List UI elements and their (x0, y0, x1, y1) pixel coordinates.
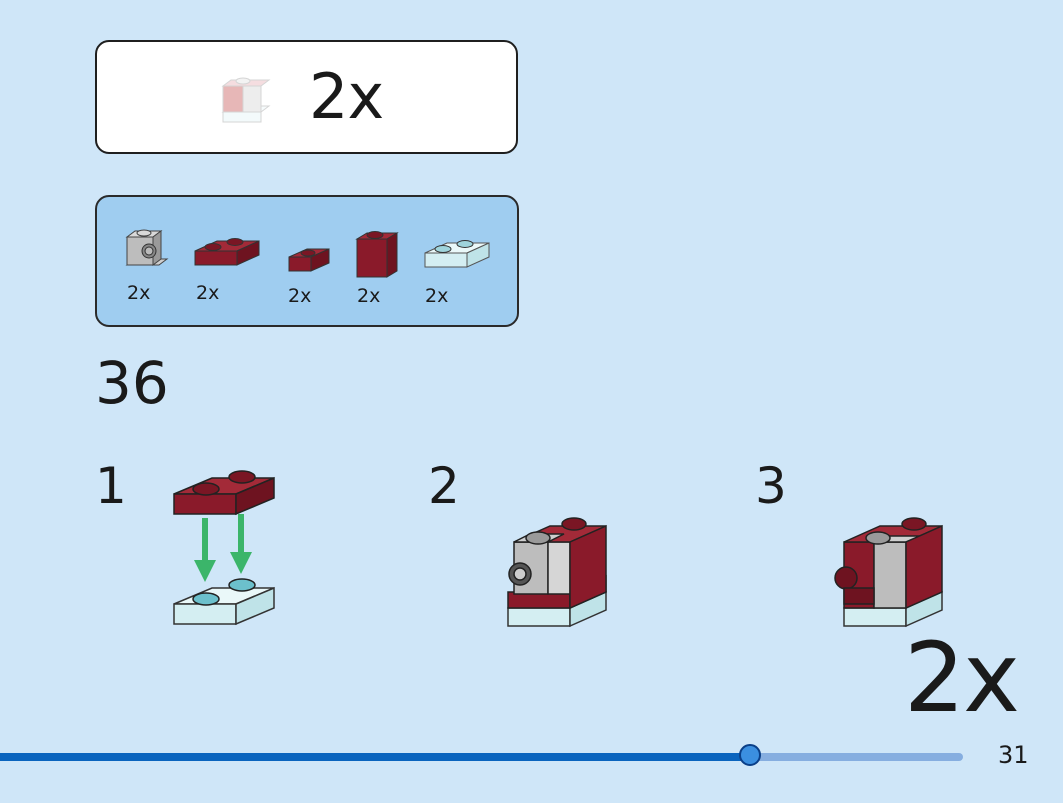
substep-2-illustration (507, 517, 607, 628)
step-number: 36 (95, 349, 169, 417)
progress-knob[interactable] (739, 744, 761, 766)
progress-fill (0, 753, 751, 761)
arrow-down-icon (194, 514, 252, 582)
substep-number: 1 (95, 457, 127, 515)
substep-number: 2 (428, 457, 460, 515)
substep-number: 3 (755, 457, 787, 515)
submodel-callout: 2x (95, 40, 518, 154)
part-quantity: 2x (425, 285, 449, 307)
part-quantity: 2x (196, 282, 220, 304)
submodel-count: 2x (309, 60, 384, 133)
substep-1-illustration (173, 470, 275, 626)
dark-red-plate-1x1-icon (288, 248, 330, 272)
trans-light-blue-plate-1x2-icon (424, 240, 490, 268)
substep-3-illustration (834, 517, 943, 628)
part-quantity: 2x (357, 285, 381, 307)
dark-red-plate-1x2-icon (194, 238, 260, 266)
page-number: 31 (998, 741, 1029, 769)
assembly-multiplier: 2x (904, 622, 1020, 734)
part-quantity: 2x (127, 282, 151, 304)
part-quantity: 2x (288, 285, 312, 307)
progress-bar[interactable] (0, 744, 963, 766)
parts-list: 2x 2x 2x 2x 2x (95, 195, 519, 327)
dark-red-brick-1x1-icon (355, 231, 399, 278)
light-gray-bracket-brick-icon (125, 229, 169, 266)
submodel-brick-icon (221, 77, 271, 123)
